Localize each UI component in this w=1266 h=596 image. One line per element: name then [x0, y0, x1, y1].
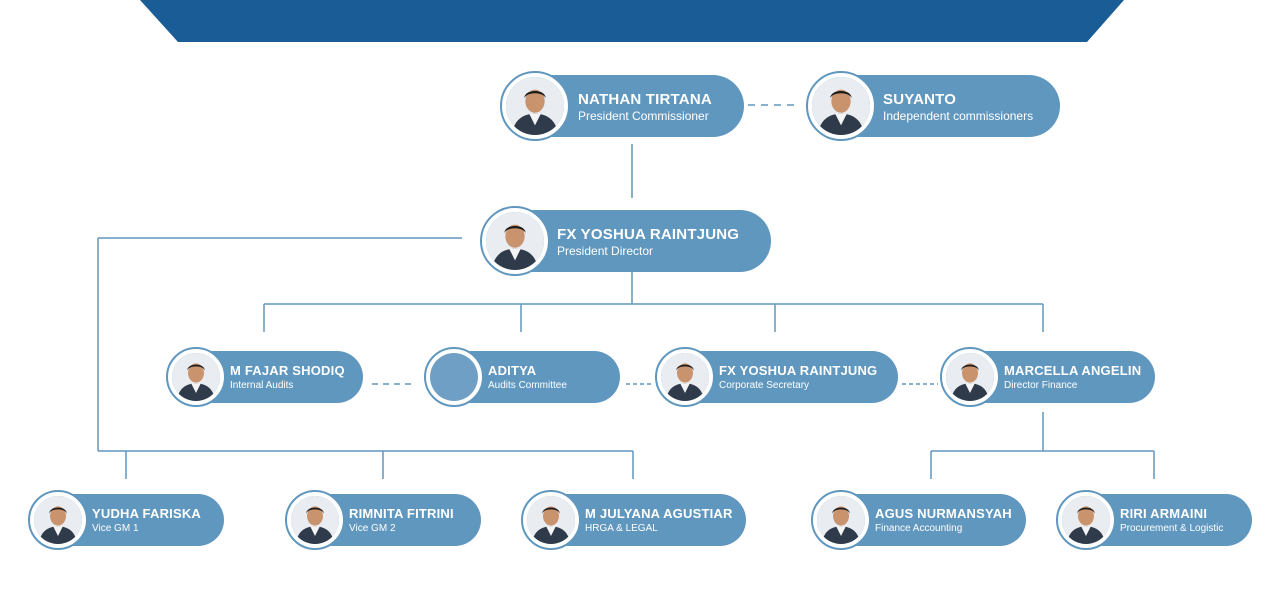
person-photo-icon — [812, 77, 870, 135]
vice-gm-2-card[interactable]: RIMNITA FITRINI Vice GM 2 — [285, 490, 481, 550]
member-name: YUDHA FARISKA — [92, 506, 202, 521]
member-name: SUYANTO — [883, 91, 957, 108]
member-role: Vice GM 2 — [349, 523, 396, 534]
member-role: Internal Audits — [230, 380, 294, 391]
empty-photo-icon — [430, 353, 478, 401]
corporate-secretary-card[interactable]: FX YOSHUA RAINTJUNG Corporate Secretary — [655, 347, 898, 407]
member-role: Corporate Secretary — [719, 380, 810, 391]
person-photo-icon — [527, 496, 575, 544]
member-role: Independent commissioners — [883, 109, 1034, 123]
member-name: FX YOSHUA RAINTJUNG — [557, 226, 740, 243]
person-photo-icon — [291, 496, 339, 544]
procurement-logistic-card[interactable]: RIRI ARMAINI Procurement & Logistic — [1056, 490, 1252, 550]
person-photo-icon — [486, 212, 544, 270]
person-photo-icon — [34, 496, 82, 544]
member-role: President Director — [557, 244, 654, 258]
member-name: ADITYA — [488, 363, 537, 378]
member-role: Director Finance — [1004, 380, 1078, 391]
person-photo-icon — [661, 353, 709, 401]
member-role: Vice GM 1 — [92, 523, 139, 534]
member-name: M JULYANA AGUSTIAR — [585, 506, 733, 521]
president-director-card[interactable]: FX YOSHUA RAINTJUNG President Director — [480, 206, 771, 276]
audits-committee-card[interactable]: ADITYA Audits Committee — [424, 347, 620, 407]
member-role: Finance Accounting — [875, 523, 963, 534]
member-name: MARCELLA ANGELIN — [1004, 363, 1142, 378]
member-role: President Commissioner — [578, 109, 709, 123]
member-role: Procurement & Logistic — [1120, 523, 1224, 534]
member-name: RIRI ARMAINI — [1120, 506, 1208, 521]
independent-commissioner-card[interactable]: SUYANTO Independent commissioners — [806, 71, 1060, 141]
person-photo-icon — [506, 77, 564, 135]
header-banner — [140, 0, 1124, 42]
president-commissioner-card[interactable]: NATHAN TIRTANA President Commissioner — [500, 71, 744, 141]
member-name: NATHAN TIRTANA — [578, 91, 712, 108]
member-name: AGUS NURMANSYAH — [875, 506, 1012, 521]
member-role: Audits Committee — [488, 380, 567, 391]
person-photo-icon — [172, 353, 220, 401]
member-name: M FAJAR SHODIQ — [230, 363, 345, 378]
internal-audits-card[interactable]: M FAJAR SHODIQ Internal Audits — [166, 347, 363, 407]
member-name: RIMNITA FITRINI — [349, 506, 454, 521]
member-name: FX YOSHUA RAINTJUNG — [719, 363, 878, 378]
director-finance-card[interactable]: MARCELLA ANGELIN Director Finance — [940, 347, 1155, 407]
vice-gm-1-card[interactable]: YUDHA FARISKA Vice GM 1 — [28, 490, 224, 550]
person-photo-icon — [946, 353, 994, 401]
person-photo-icon — [1062, 496, 1110, 544]
person-photo-icon — [817, 496, 865, 544]
hrga-legal-card[interactable]: M JULYANA AGUSTIAR HRGA & LEGAL — [521, 490, 746, 550]
member-role: HRGA & LEGAL — [585, 523, 658, 534]
finance-accounting-card[interactable]: AGUS NURMANSYAH Finance Accounting — [811, 490, 1026, 550]
